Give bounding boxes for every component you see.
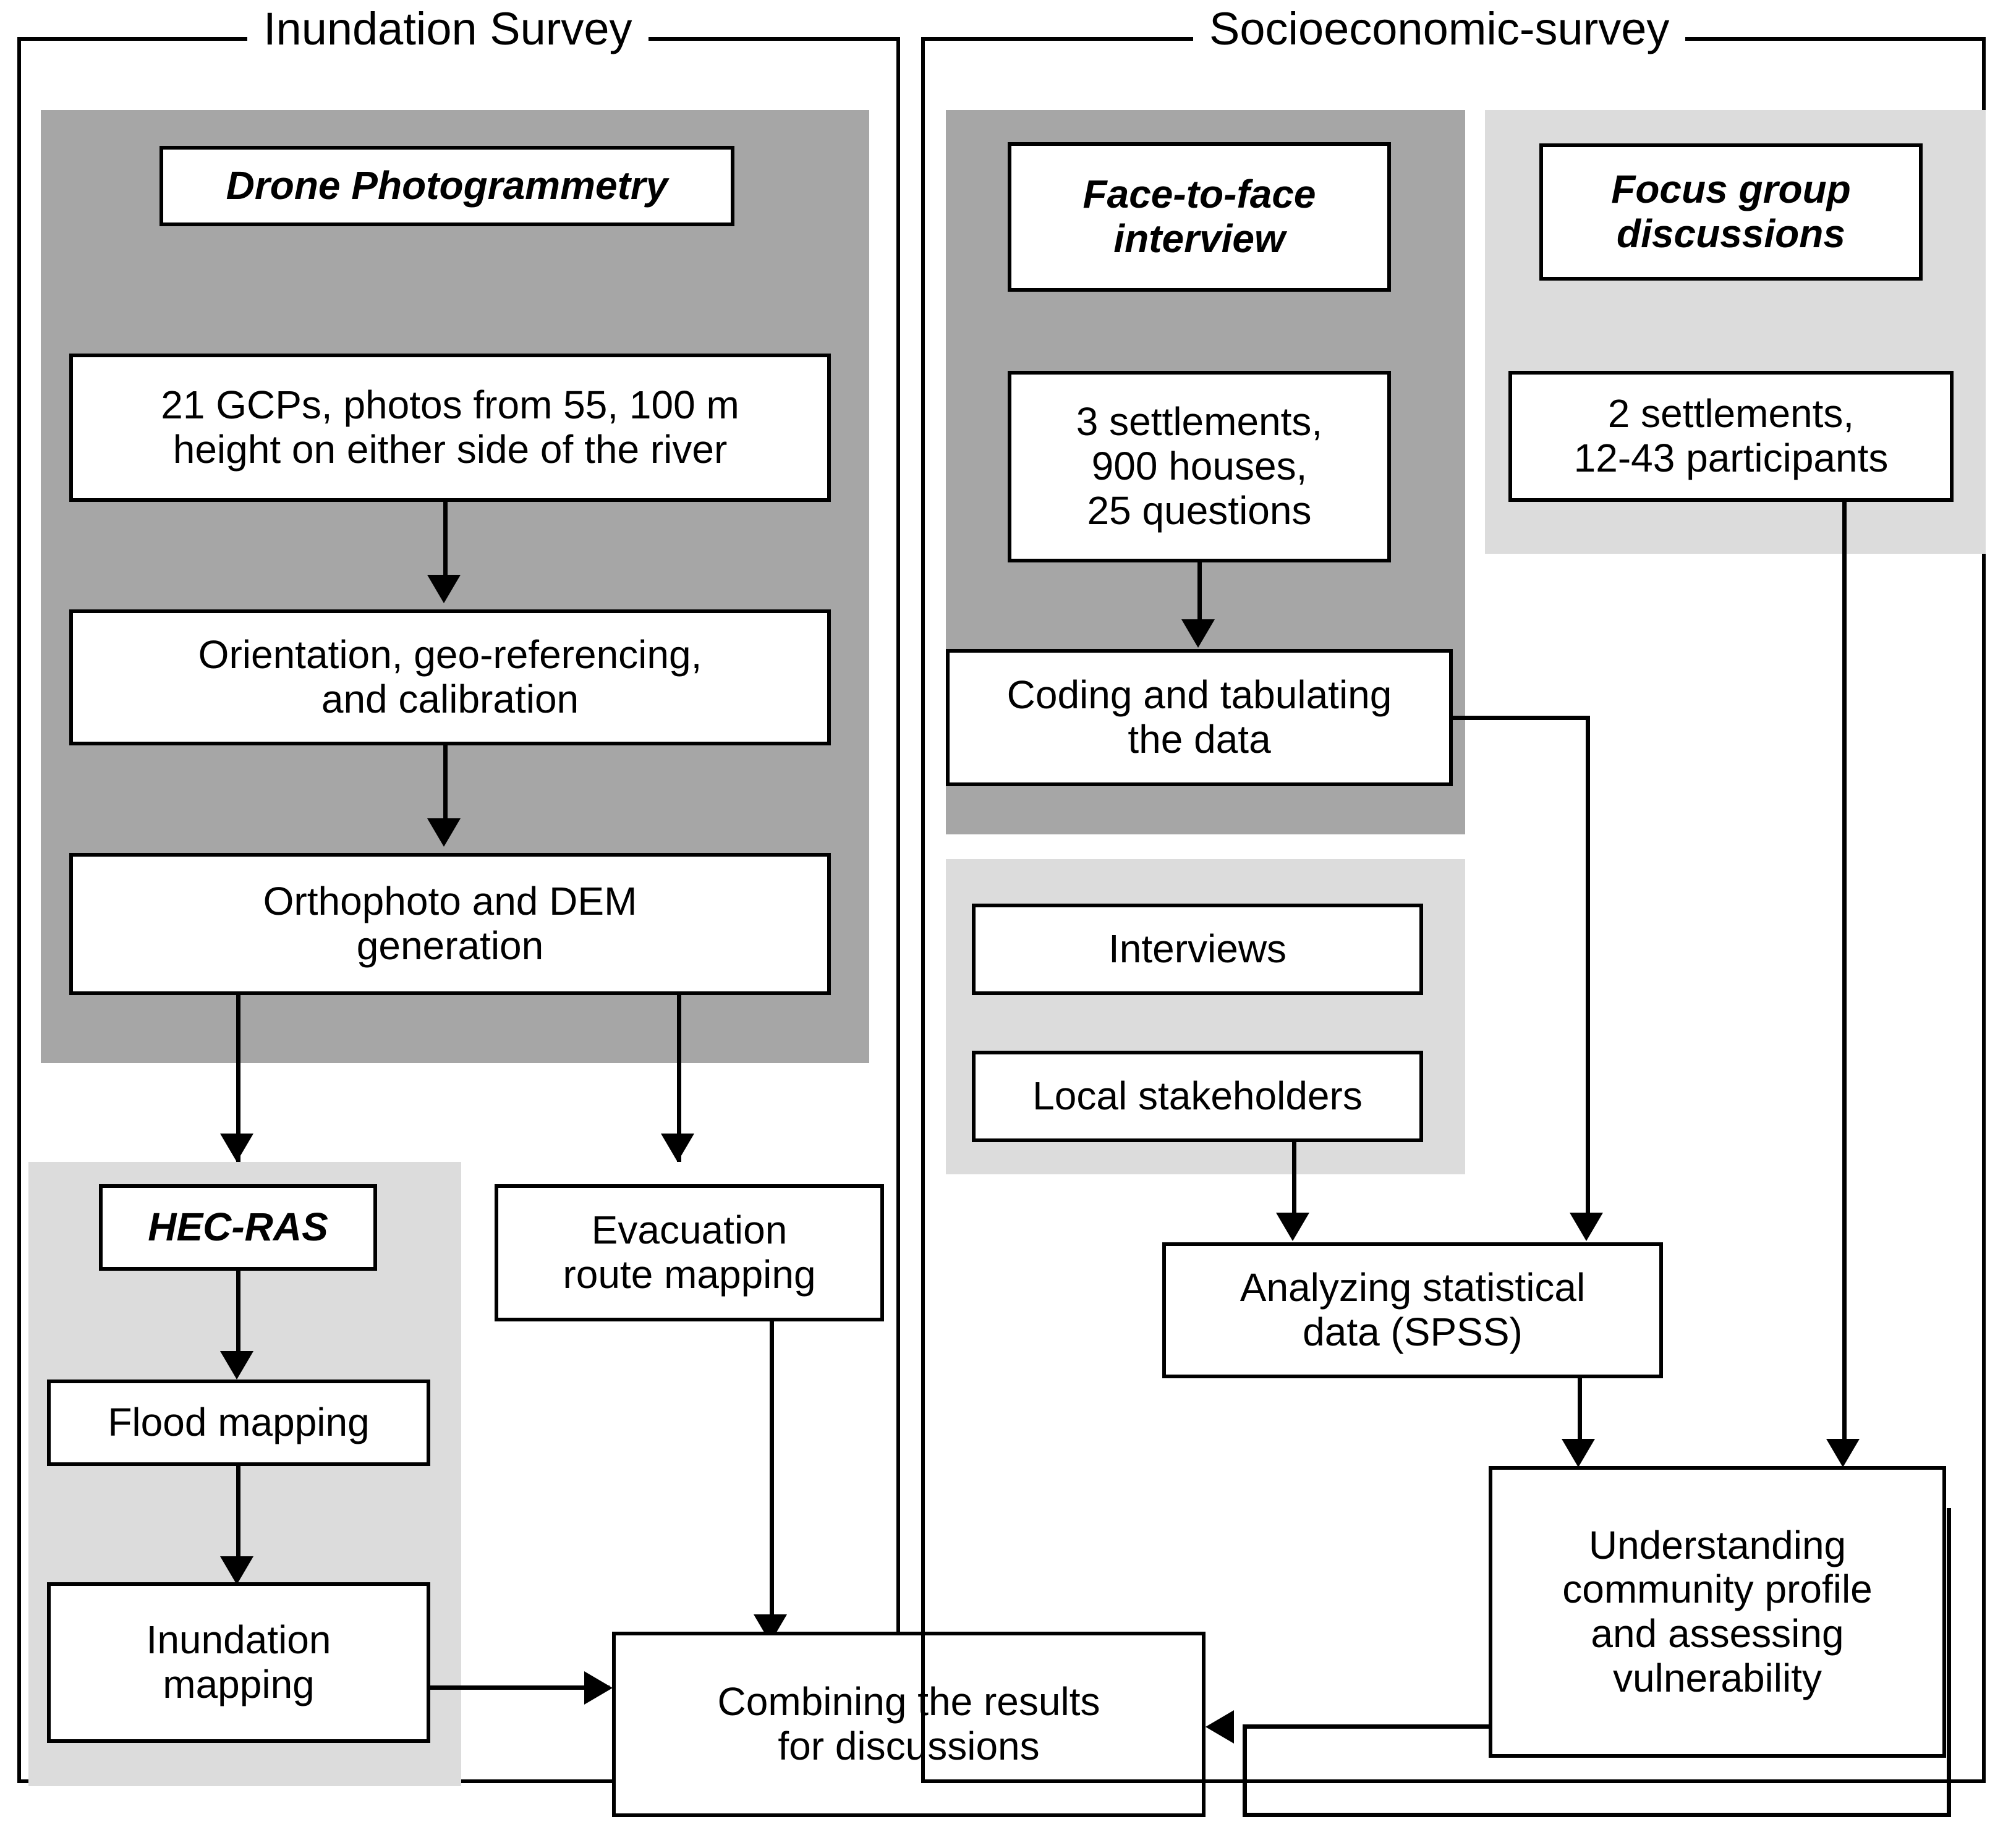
arrowhead-understanding-to-combining <box>1206 1710 1234 1744</box>
connector-settlements2-to-understanding <box>1842 502 1847 1447</box>
node-interviews[interactable]: Interviews <box>972 904 1423 995</box>
node-flood-mapping[interactable]: Flood mapping <box>47 1380 430 1466</box>
arrowhead-spss-to-understanding <box>1562 1439 1595 1467</box>
connector-orthophoto-to-hecras <box>236 995 240 1162</box>
node-focus-group-discussions[interactable]: Focus group discussions <box>1539 143 1923 281</box>
connector-coding-down-to-spss <box>1586 716 1590 1216</box>
connector-understanding-bottom-down <box>1947 1508 1951 1817</box>
connector-settlements3-to-coding <box>1197 562 1202 624</box>
connector-orthophoto-to-evacuation <box>677 995 681 1162</box>
node-hecras[interactable]: HEC-RAS <box>99 1184 377 1271</box>
node-orthophoto[interactable]: Orthophoto and DEM generation <box>69 853 831 995</box>
node-combining-results[interactable]: Combining the results for discussions <box>612 1632 1206 1817</box>
arrowhead-hecras-to-flood <box>220 1351 253 1380</box>
panel-socioeconomic-survey-title: Socioeconomic-survey <box>1193 6 1686 52</box>
node-gcps[interactable]: 21 GCPs, photos from 55, 100 m height on… <box>69 354 831 502</box>
connector-hecras-to-flood <box>236 1271 240 1357</box>
connector-orientation-to-orthophoto <box>443 745 448 826</box>
connector-feedback-up-to-combining <box>1243 1724 1247 1817</box>
connector-spss-to-understanding <box>1578 1378 1582 1446</box>
arrowhead-orthophoto-to-hecras <box>220 1134 253 1162</box>
arrowhead-stakeholders-to-spss <box>1276 1213 1309 1241</box>
node-drone-photogrammetry[interactable]: Drone Photogrammetry <box>159 146 734 226</box>
node-inundation-mapping[interactable]: Inundation mapping <box>47 1582 430 1743</box>
connector-evacuation-to-combining <box>770 1321 774 1618</box>
panel-inundation-survey-title: Inundation Survey <box>247 6 649 52</box>
node-2-settlements[interactable]: 2 settlements, 12-43 participants <box>1508 371 1954 502</box>
node-local-stakeholders[interactable]: Local stakeholders <box>972 1051 1423 1142</box>
connector-flood-to-inundation <box>236 1466 240 1565</box>
arrowhead-inundation-to-combining <box>584 1671 613 1705</box>
arrowhead-settlements3-to-coding <box>1181 619 1215 648</box>
connector-inundation-to-combining <box>430 1685 610 1690</box>
arrowhead-orthophoto-to-evacuation <box>661 1134 694 1162</box>
arrowhead-gcps-to-orientation <box>427 575 461 603</box>
arrowhead-flood-to-inundation <box>220 1556 253 1585</box>
arrowhead-coding-to-spss <box>1570 1213 1603 1241</box>
node-face-to-face-interview[interactable]: Face-to-face interview <box>1008 142 1391 292</box>
node-coding-tabulating[interactable]: Coding and tabulating the data <box>946 649 1453 786</box>
node-evacuation-route[interactable]: Evacuation route mapping <box>495 1184 884 1321</box>
node-analyzing-spss[interactable]: Analyzing statistical data (SPSS) <box>1162 1242 1663 1378</box>
node-understanding-community[interactable]: Understanding community profile and asse… <box>1489 1466 1946 1758</box>
node-3-settlements[interactable]: 3 settlements, 900 houses, 25 questions <box>1008 371 1391 562</box>
connector-feedback-bottom <box>1243 1813 1951 1817</box>
node-orientation[interactable]: Orientation, geo-referencing, and calibr… <box>69 609 831 745</box>
connector-stakeholders-to-spss <box>1292 1142 1296 1223</box>
connector-understanding-to-combining <box>1243 1724 1490 1729</box>
connector-coding-right <box>1453 716 1590 720</box>
arrowhead-settlements2-to-understanding <box>1826 1439 1860 1467</box>
arrowhead-orientation-to-orthophoto <box>427 818 461 847</box>
connector-gcps-to-orientation <box>443 502 448 582</box>
